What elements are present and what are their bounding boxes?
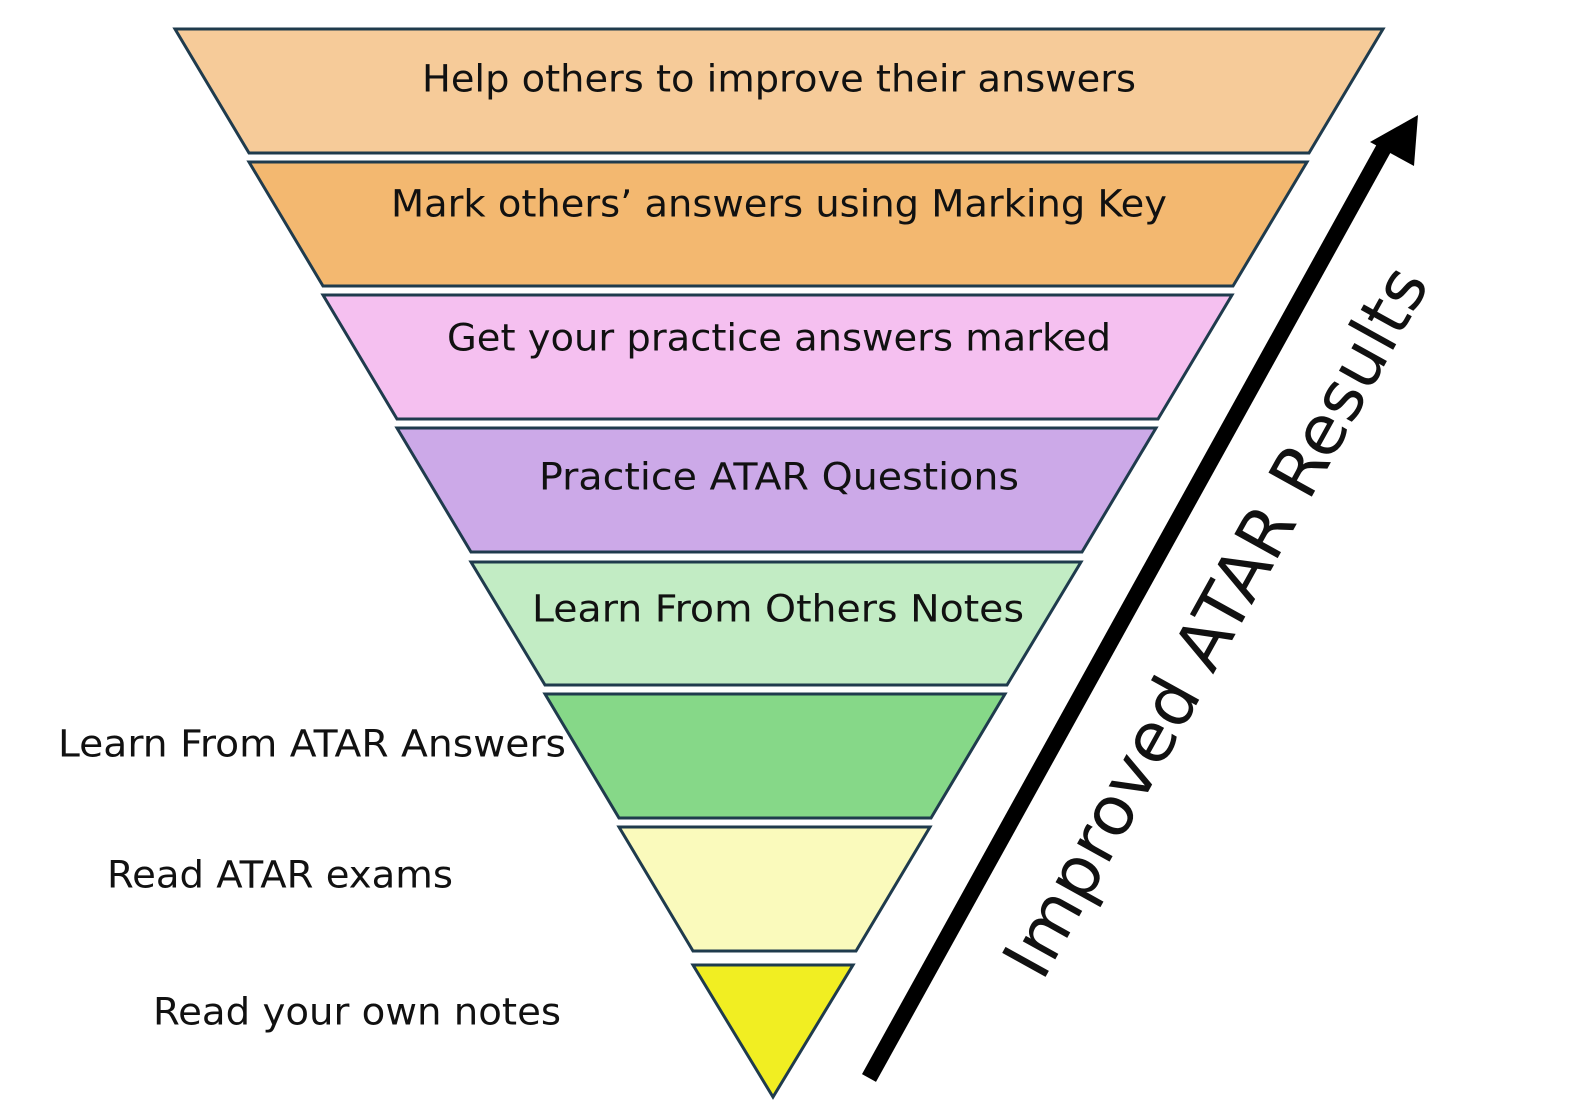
tier-practice-questions-shape <box>394 426 1159 554</box>
side-label-read-own-notes: Read your own notes <box>153 991 561 1034</box>
improvement-arrow-head <box>1370 115 1418 166</box>
tier-read-exams-shape <box>616 825 933 953</box>
tier-help-others-label: Help others to improve their answers <box>422 58 1136 101</box>
tier-learn-atar-answers-shape <box>542 692 1008 820</box>
tier-mark-others-label: Mark others’ answers using Marking Key <box>391 183 1167 226</box>
improvement-arrow-shaft <box>862 142 1392 1082</box>
tier-learn-others-notes-label: Learn From Others Notes <box>532 588 1024 631</box>
tier-help-others-shape <box>172 27 1386 155</box>
tier-get-marked-shape <box>320 293 1235 421</box>
side-label-learn-atar-answers: Learn From ATAR Answers <box>58 723 566 766</box>
side-label-read-atar-exams: Read ATAR exams <box>107 854 453 897</box>
tier-practice-questions-label: Practice ATAR Questions <box>539 456 1019 499</box>
tier-get-marked-label: Get your practice answers marked <box>447 317 1111 360</box>
tier-learn-others-notes-shape <box>468 560 1084 687</box>
tier-mark-others-shape <box>246 160 1310 288</box>
tier-read-own-notes-shape <box>690 963 856 1100</box>
